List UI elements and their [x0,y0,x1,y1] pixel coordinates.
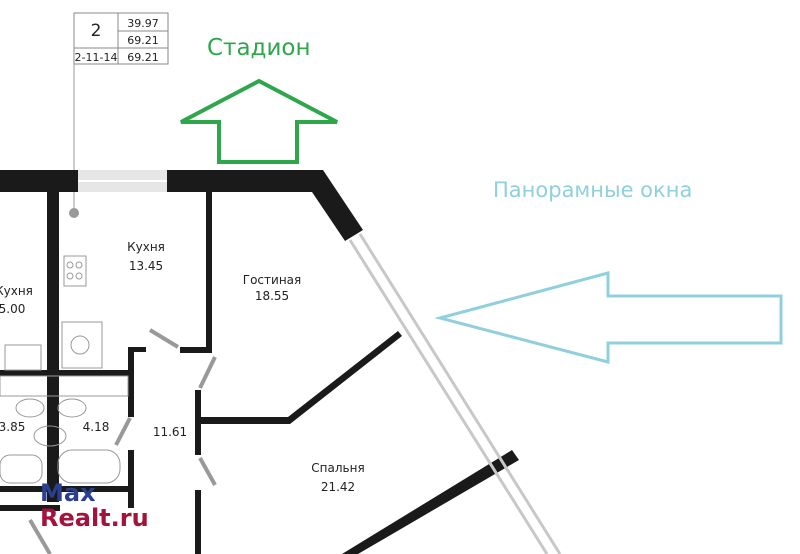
room-area-bath-2: 3.85 [0,420,25,434]
walls [0,170,519,554]
room-area-bath: 4.18 [83,420,110,434]
apartment-code: 2-11-14 [75,51,118,64]
doors [28,328,217,554]
apartment-info-box [73,12,169,65]
fixtures [0,255,129,484]
watermark-realt: Realt.ru [40,504,149,532]
total-area-2: 69.21 [127,51,159,64]
room-area-kitchen: 13.45 [129,259,163,273]
room-area-bedroom: 21.42 [321,480,355,494]
leader-dot [69,208,79,218]
panoramic-label: Панорамные окна [493,178,692,202]
room-name-bedroom: Спальня [311,461,364,475]
room-area-hall: 11.61 [153,425,187,439]
total-area: 69.21 [127,34,159,47]
panoramic-arrow-icon [434,271,783,364]
room-name-kitchen: Кухня [127,240,165,254]
room-area-living: 18.55 [255,289,289,303]
watermark-max: Max [40,479,96,507]
room-name-living: Гостиная [243,273,301,287]
stadium-label: Стадион [207,35,311,61]
rooms-count: 2 [91,21,102,41]
room-name-kitchen-2: Кухня [0,284,33,298]
living-area: 39.97 [127,17,159,30]
stadium-arrow-icon [180,78,338,164]
room-area-kitchen-2: 5.00 [0,302,25,316]
panoramic-window [348,233,562,554]
